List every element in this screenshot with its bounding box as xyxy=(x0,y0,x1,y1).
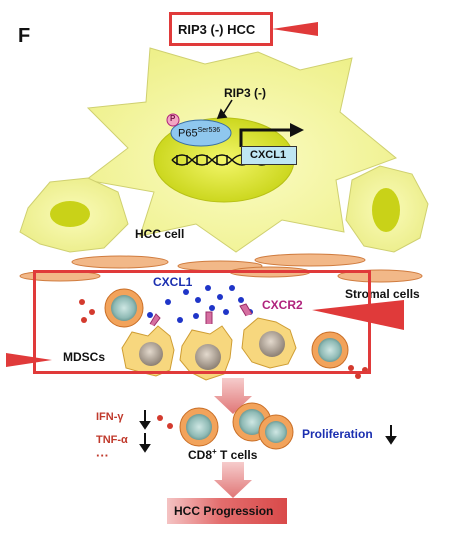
hcc-cell-right-nucleus xyxy=(372,188,400,232)
cxcr2-label: CXCR2 xyxy=(262,298,303,312)
stromal-cells xyxy=(19,253,423,283)
mdscs-label: MDSCs xyxy=(63,350,106,364)
pointer-arrow-cxcr2 xyxy=(312,300,404,330)
phospho-badge-icon xyxy=(166,113,180,127)
progression-label: HCC Progression xyxy=(174,504,274,518)
transcription-arrowhead xyxy=(290,123,304,137)
ellipsis-label: ··· xyxy=(96,448,109,463)
proliferation-label: Proliferation xyxy=(302,427,373,441)
cxcl1-gene-label: CXCL1 xyxy=(250,149,287,161)
mdsc-cell-1 xyxy=(104,288,144,328)
cxcl1-secreted-label: CXCL1 xyxy=(153,275,193,289)
stromal-cells-label: Stromal cells xyxy=(345,287,420,301)
p65-sup: Ser536 xyxy=(197,127,221,134)
p65-base: P65 xyxy=(178,127,198,140)
mdsc-spiky-1 xyxy=(121,313,175,377)
p65-protein xyxy=(170,119,232,147)
mdsc-spiky-2 xyxy=(179,311,233,381)
pointer-arrow-mdscs xyxy=(6,353,52,367)
cd8-t-cell-1 xyxy=(179,407,219,447)
tnf-alpha-label: TNF-α xyxy=(96,434,128,446)
mdsc-highlight-box xyxy=(33,270,371,374)
cd8-t-cells-label: CD8+ T cells xyxy=(188,447,257,462)
hcc-cell-left-nucleus xyxy=(50,201,90,227)
cd8-base: CD8 xyxy=(188,448,213,462)
flow-arrow-2 xyxy=(214,462,252,498)
hcc-cell-label: HCC cell xyxy=(135,227,185,241)
pointer-arrow-title xyxy=(272,22,318,36)
ifn-gamma-label: IFN-γ xyxy=(96,411,124,423)
panel-letter: F xyxy=(18,25,31,47)
cd8-t-cell-3 xyxy=(258,414,294,450)
diagram-title: RIP3 (-) HCC xyxy=(178,22,256,37)
phospho-badge-label: P xyxy=(170,114,176,123)
cd8-sup: + xyxy=(212,447,217,456)
cxcl1-gene-box xyxy=(241,146,297,165)
transcription-arrow-icon xyxy=(239,128,290,147)
mdsc-cell-2 xyxy=(311,331,349,369)
decrease-arrow-icon xyxy=(139,410,397,453)
progression-box xyxy=(167,498,287,524)
title-box xyxy=(169,12,273,46)
rip3-label: RIP3 (-) xyxy=(224,86,266,100)
mdsc-spiky-3 xyxy=(239,303,297,369)
rip3-arrow-icon xyxy=(216,99,233,119)
p65-label: P65Ser536 xyxy=(178,127,220,140)
cd8-rest: T cells xyxy=(216,448,258,462)
